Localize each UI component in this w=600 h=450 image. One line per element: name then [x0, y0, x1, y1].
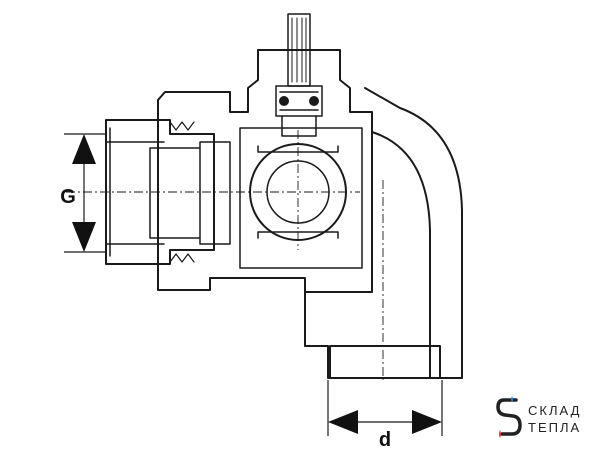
d-arrow-left — [328, 410, 358, 434]
water-drop-icon — [511, 396, 513, 402]
elbow-outer-wall — [304, 87, 463, 379]
inlet-pipe-insert — [149, 141, 231, 245]
brand-line-2: ТЕПЛА — [528, 420, 582, 435]
outlet-bore — [329, 345, 441, 379]
brand-s-pipe-icon — [496, 396, 522, 438]
stem-packing — [275, 85, 323, 117]
bearing-ball-right — [309, 96, 319, 106]
inlet-nut — [105, 119, 215, 265]
brand-line-1: СКЛАД — [528, 403, 582, 418]
stem-knurl — [291, 17, 307, 83]
inlet-thread — [105, 127, 165, 257]
d-label: d — [379, 429, 391, 450]
g-arrow-top — [72, 134, 96, 164]
valve-ball — [249, 143, 347, 241]
flame-icon — [499, 430, 501, 438]
inlet-gasket-teeth — [169, 121, 195, 263]
bearing-ball-left — [279, 96, 289, 106]
g-arrow-bottom — [72, 222, 96, 252]
d-arrow-right — [412, 410, 442, 434]
g-label: G — [60, 186, 76, 208]
brand-logo: СКЛАД ТЕПЛА — [494, 394, 598, 444]
stem-neck — [281, 115, 317, 137]
housing-inner-contour — [239, 127, 363, 269]
elbow-inner-wall — [371, 131, 431, 379]
valve-housing — [157, 49, 373, 293]
